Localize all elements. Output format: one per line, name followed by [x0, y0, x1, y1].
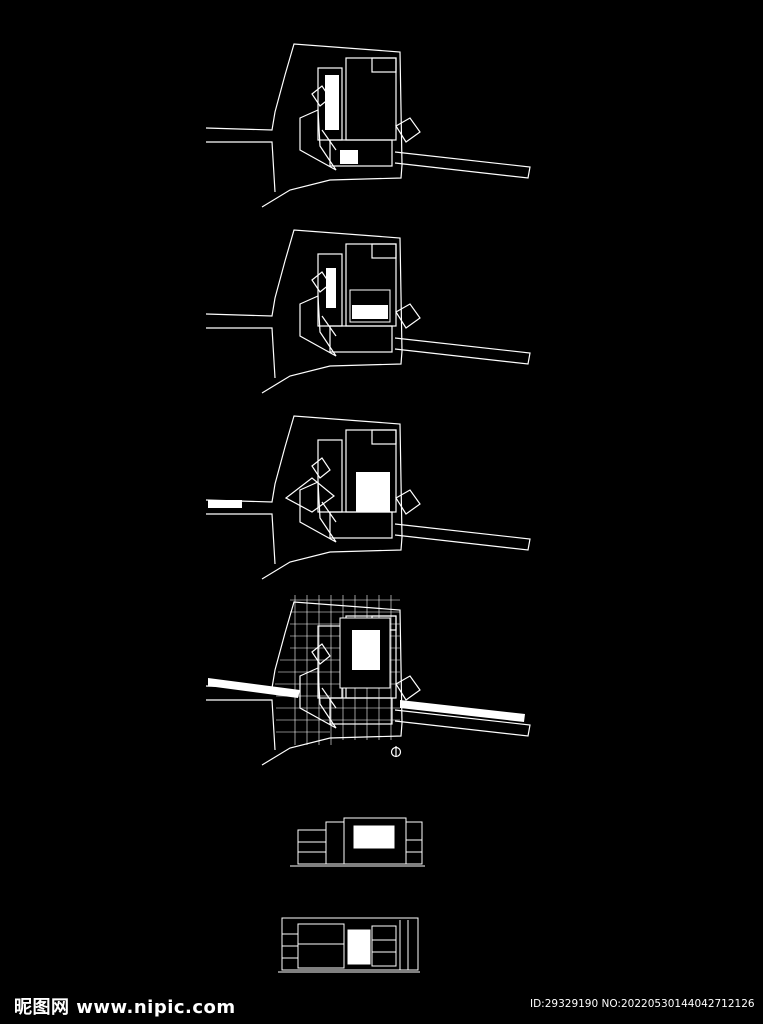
- watermark-id: ID:29329190 NO:20220530144042712126: [530, 998, 755, 1010]
- plan-level-1: [205, 43, 531, 208]
- section-2: [278, 917, 420, 973]
- plan-level-3: [205, 415, 531, 580]
- section-1: [290, 817, 425, 867]
- site-plan: [205, 595, 531, 766]
- watermark-site: 昵图网 www.nipic.com: [14, 997, 236, 1018]
- plan-level-2: [205, 229, 531, 394]
- compass-circle-icon: [390, 746, 402, 758]
